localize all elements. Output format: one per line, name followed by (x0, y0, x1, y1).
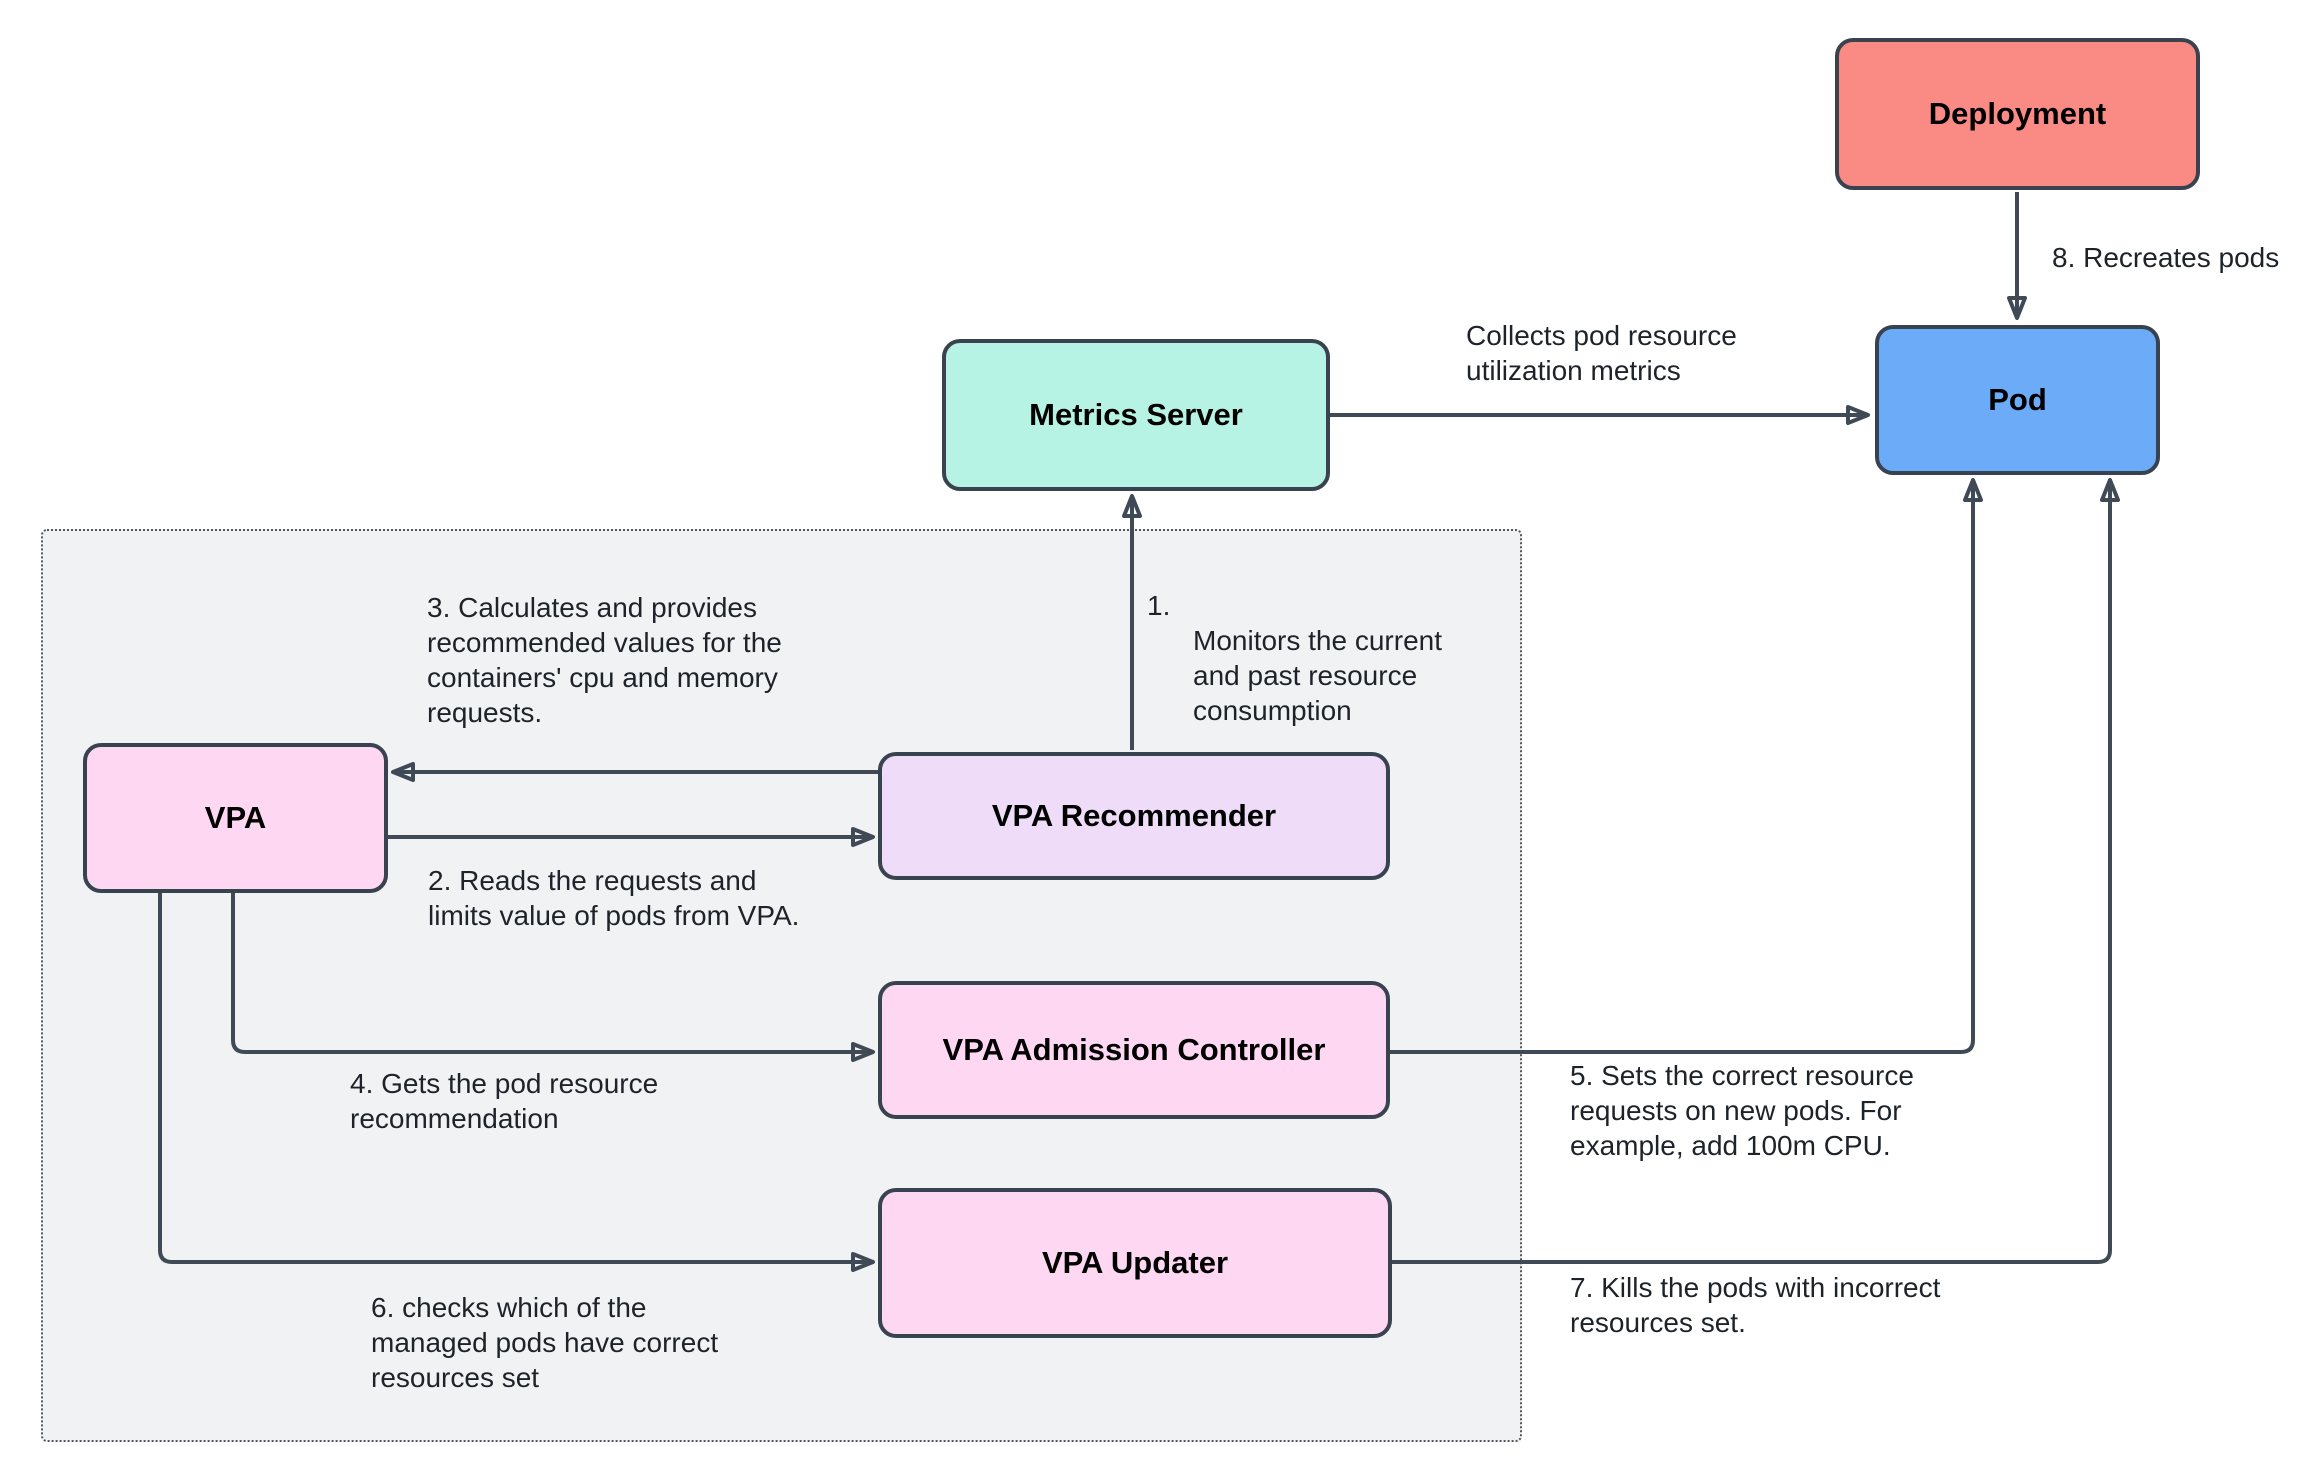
node-metrics-server: Metrics Server (942, 339, 1330, 491)
node-deployment: Deployment (1835, 38, 2200, 190)
label-step7-kills-pods: 7. Kills the pods with incorrect resourc… (1570, 1272, 1941, 1338)
label-step2-reads-requests: 2. Reads the requests and limits value o… (428, 865, 800, 931)
label-step1-number: 1. (1147, 590, 1171, 621)
label-step1-text: Monitors the current and past resource c… (1193, 625, 1442, 726)
label-step3-calculates: 3. Calculates and provides recommended v… (427, 592, 782, 728)
node-vpa-admission-controller: VPA Admission Controller (878, 981, 1390, 1119)
edge-vpa-to-updater (158, 893, 875, 1272)
label-step1-monitors: 1. Monitors the current and past resource… (1147, 588, 1442, 728)
edge-vpa-to-admission-controller (231, 893, 875, 1062)
label-step6-checks-pods: 6. checks which of the managed pods have… (371, 1292, 719, 1393)
node-vpa-updater: VPA Updater (878, 1188, 1392, 1338)
edge-admission-controller-to-pod (1390, 478, 1983, 1054)
label-step4-gets-recommendation: 4. Gets the pod resource recommendation (350, 1068, 659, 1134)
label-step8-recreates-pods: 8. Recreates pods (2052, 242, 2280, 273)
node-vpa-recommender: VPA Recommender (878, 752, 1390, 880)
edge-updater-to-pod (1392, 478, 2120, 1264)
node-pod: Pod (1875, 325, 2160, 475)
label-collects-metrics: Collects pod resource utilization metric… (1466, 320, 1737, 386)
label-step5-sets-requests: 5. Sets the correct resource requests on… (1570, 1060, 1914, 1161)
node-vpa: VPA (83, 743, 388, 893)
